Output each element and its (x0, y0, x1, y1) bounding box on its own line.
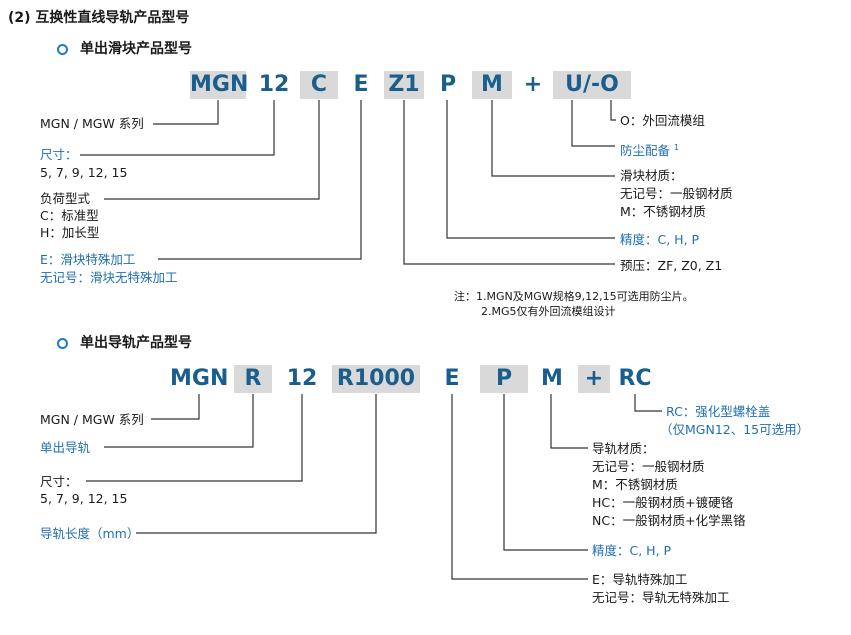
code-size: 12 (255, 71, 293, 99)
rail-material-m: M：不锈钢材质 (592, 477, 678, 492)
leader-series (153, 100, 219, 125)
code-material: M (532, 365, 572, 393)
bullet-icon (57, 338, 68, 349)
code-series: MGN (190, 71, 249, 99)
block-size-title: 尺寸： (40, 147, 78, 162)
code-length: R1000 (332, 365, 420, 393)
code-special: E (432, 365, 472, 393)
rail-precision: 精度：C, H, P (592, 543, 672, 558)
leader-material (491, 100, 615, 177)
note-line-2: 2.MG5仅有外回流模组设计 (481, 305, 616, 318)
leader-size (86, 394, 303, 482)
block-size-values: 5, 7, 9, 12, 15 (40, 165, 128, 180)
rail-series-label: MGN / MGW 系列 (40, 412, 144, 427)
code-plus: + (578, 365, 610, 393)
block-material-none: 无记号：一般钢材质 (620, 186, 733, 201)
rail-size-title: 尺寸： (40, 474, 78, 489)
block-dust: 防尘配备 1 (620, 143, 680, 159)
code-precision: P (480, 365, 528, 393)
block-preload: 预压：ZF, Z0, Z1 (620, 258, 723, 273)
block-material-m: M：不锈钢材质 (620, 204, 706, 219)
leader-precision (503, 394, 588, 551)
leader-material (550, 394, 588, 449)
rail-rail-label: 单出导轨 (40, 440, 91, 455)
code-preload: Z1 (384, 71, 424, 99)
code-series: MGN (170, 365, 229, 393)
note-line-1: 注：1.MGN及MGW规格9,12,15可选用防尘片。 (454, 290, 694, 303)
block-load-c: C：标准型 (40, 208, 99, 223)
bullet-icon (57, 44, 68, 55)
code-material: M (472, 71, 512, 99)
leader-special (451, 394, 588, 580)
rail-material-title: 导轨材质： (592, 441, 655, 456)
rail-rc: RC：强化型螺栓盖 (666, 404, 771, 419)
rail-special-e: E：导轨特殊加工 (592, 572, 688, 587)
block-material-title: 滑块材质： (620, 168, 683, 183)
block-special-e: E：滑块特殊加工 (40, 252, 136, 267)
block-series-label: MGN / MGW 系列 (40, 116, 144, 131)
rail-length-label: 导轨长度（mm） (40, 526, 140, 541)
code-precision: P (428, 71, 468, 99)
leader-length (136, 394, 377, 534)
rail-material-nc: NC：一般钢材质+化学黑铬 (592, 513, 746, 528)
leader-dust (571, 100, 615, 147)
leader-series (151, 394, 200, 420)
rail-material-none: 无记号：一般钢材质 (592, 459, 705, 474)
code-rc: RC (614, 365, 656, 393)
block-precision: 精度：C, H, P (620, 232, 700, 247)
rail-special-none: 无记号：导轨无特殊加工 (592, 590, 730, 605)
leader-preload (403, 100, 615, 265)
code-size: 12 (282, 365, 322, 393)
code-special: E (342, 71, 380, 99)
leader-rc (634, 394, 662, 412)
block-load-h: H：加长型 (40, 225, 100, 240)
rail-material-hc: HC：一般钢材质+镀硬铬 (592, 495, 734, 510)
block-special-none: 无记号：滑块无特殊加工 (40, 270, 178, 285)
block-heading: 单出滑块产品型号 (80, 41, 192, 57)
leader-precision (446, 100, 615, 239)
leader-special (158, 100, 362, 260)
block-load-title: 负荷型式 (40, 191, 91, 206)
rail-rc-note: （仅MGN12、15可选用） (660, 422, 810, 437)
code-plus: + (516, 71, 550, 99)
footnote-marker: 1 (674, 143, 680, 152)
code-dust: U/-O (553, 71, 631, 99)
code-load: C (300, 71, 338, 99)
rail-heading: 单出导轨产品型号 (80, 335, 192, 351)
block-seal-o: O：外回流模组 (620, 113, 705, 128)
code-rail: R (234, 365, 272, 393)
section-title: (2) 互换性直线导轨产品型号 (8, 10, 190, 26)
leader-seal (610, 100, 616, 121)
rail-size-values: 5, 7, 9, 12, 15 (40, 491, 128, 506)
